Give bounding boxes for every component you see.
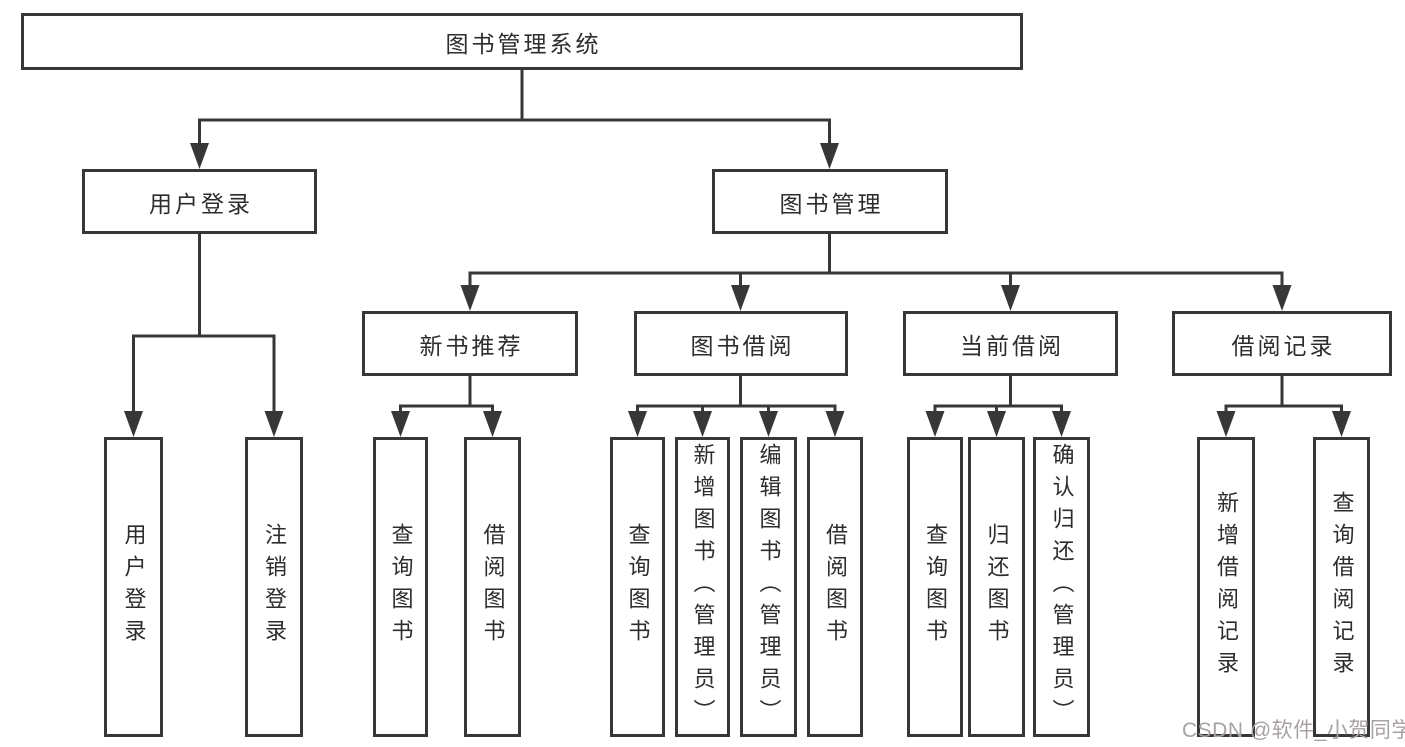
connector-shafts: [132, 68, 1343, 413]
leaf-query-books-current: 查询图书: [907, 437, 963, 737]
arrowhead-icon: [1272, 285, 1292, 311]
arrowhead-icon: [483, 411, 502, 437]
leaf-logout-login: 注销登录: [245, 437, 303, 737]
leaf-edit-books-admin: 编辑图书（管理员）: [740, 437, 797, 737]
leaf-borrow-books-borrowing: 借阅图书: [807, 437, 863, 737]
node-label: 注销登录: [262, 523, 287, 651]
node-current-borrowing: 当前借阅: [903, 311, 1118, 376]
watermark-text: CSDN @软件_小贺同学: [1182, 719, 1405, 742]
node-label: 新增借阅记录: [1214, 491, 1239, 683]
connector-records-to-leaves: [1224, 376, 1343, 413]
arrowhead-icon: [124, 411, 143, 437]
connector-bookmgmt-to-level3: [468, 234, 1284, 287]
node-label: 图书管理系统: [445, 30, 602, 57]
node-label: 归还图书: [984, 523, 1010, 651]
arrowhead-icon: [1052, 411, 1071, 437]
arrowhead-icon: [460, 285, 480, 311]
arrowhead-icon: [628, 411, 647, 437]
arrowhead-icon: [731, 285, 750, 311]
node-label: 图书借阅: [690, 332, 795, 359]
connector-arrowheads: [124, 143, 1351, 437]
node-label: 查询图书: [923, 523, 948, 651]
node-label: 借阅记录: [1231, 332, 1336, 359]
leaf-user-login: 用户登录: [104, 437, 163, 737]
leaf-borrow-books-recommend: 借阅图书: [464, 437, 521, 737]
node-label: 查询图书: [625, 523, 651, 651]
arrowhead-icon: [820, 143, 839, 169]
node-new-book-recommend: 新书推荐: [362, 311, 578, 376]
connector-borrowing-to-leaves: [636, 376, 837, 413]
node-label: 编辑图书（管理员）: [756, 443, 782, 731]
arrowhead-icon: [987, 411, 1006, 437]
node-label: 用户登录: [121, 523, 147, 651]
arrowhead-icon: [759, 411, 778, 437]
leaf-confirm-return-admin: 确认归还（管理员）: [1033, 437, 1090, 737]
arrowhead-icon: [825, 411, 845, 437]
node-label: 新书推荐: [419, 332, 524, 359]
node-label: 查询图书: [388, 523, 414, 651]
node-library-management-system: 图书管理系统: [21, 13, 1023, 70]
node-label: 借阅图书: [823, 523, 848, 651]
connector-current-to-leaves: [933, 376, 1063, 413]
node-label: 新增图书（管理员）: [690, 443, 716, 731]
leaf-return-books: 归还图书: [968, 437, 1025, 737]
leaf-query-books-borrowing: 查询图书: [610, 437, 665, 737]
arrowhead-icon: [190, 143, 209, 169]
node-borrowing-records: 借阅记录: [1172, 311, 1392, 376]
node-label: 用户登录: [149, 190, 253, 217]
arrowhead-icon: [391, 411, 410, 437]
node-book-borrowing: 图书借阅: [634, 311, 848, 376]
connector-newbook-to-leaves: [399, 376, 494, 413]
leaf-query-books-recommend: 查询图书: [373, 437, 428, 737]
node-label: 查询借阅记录: [1329, 491, 1355, 683]
arrowhead-icon: [1216, 411, 1236, 437]
arrowhead-icon: [1332, 411, 1351, 437]
node-label: 当前借阅: [960, 332, 1064, 359]
connector-root-to-level2: [198, 68, 831, 145]
arrowhead-icon: [264, 411, 284, 437]
leaf-add-borrow-record: 新增借阅记录: [1197, 437, 1255, 737]
connector-userlogin-to-leaves: [132, 234, 276, 413]
node-user-login: 用户登录: [82, 169, 317, 234]
leaf-add-books-admin: 新增图书（管理员）: [675, 437, 730, 737]
arrowhead-icon: [1001, 285, 1020, 311]
node-book-management: 图书管理: [712, 169, 948, 234]
node-label: 确认归还（管理员）: [1049, 443, 1075, 731]
node-label: 借阅图书: [480, 523, 506, 651]
leaf-query-borrow-record: 查询借阅记录: [1313, 437, 1370, 737]
arrowhead-icon: [925, 411, 945, 437]
arrowhead-icon: [693, 411, 712, 437]
node-label: 图书管理: [779, 190, 884, 217]
